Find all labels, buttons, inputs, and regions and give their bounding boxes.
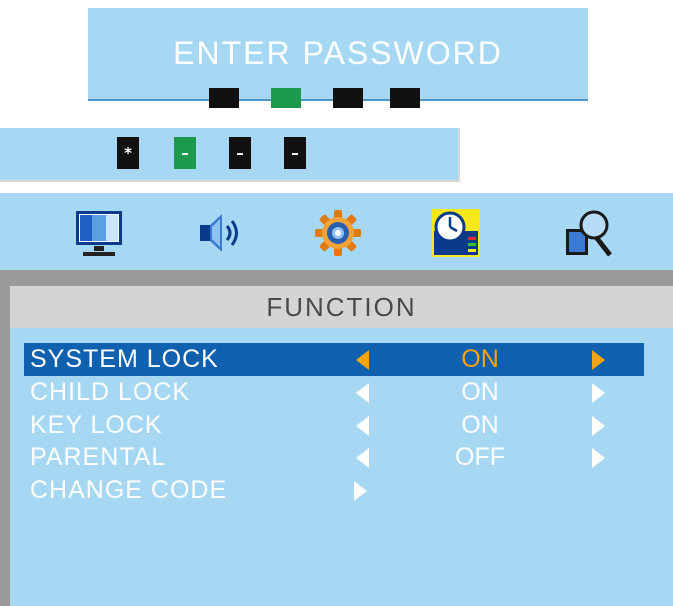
code-input-panel: * – – – <box>0 128 460 182</box>
password-title: ENTER PASSWORD <box>173 35 503 71</box>
menu-item-system-lock[interactable]: SYSTEM LOCK ON <box>24 343 644 376</box>
arrow-right-icon[interactable] <box>354 481 367 501</box>
menu-item-value: OFF <box>455 443 505 471</box>
speaker-icon <box>200 214 238 252</box>
arrow-left-icon[interactable] <box>356 448 369 468</box>
arrow-left-icon[interactable] <box>356 383 369 403</box>
menu-item-label: SYSTEM LOCK <box>30 345 219 373</box>
menu-item-value: ON <box>461 378 499 406</box>
menu-tab-bar <box>0 193 673 270</box>
code-digit-2[interactable]: – <box>174 137 196 169</box>
arrow-right-icon[interactable] <box>592 448 605 468</box>
tab-picture[interactable] <box>75 209 123 257</box>
menu-item-parental[interactable]: PARENTAL OFF <box>24 441 644 474</box>
clock-icon <box>432 209 480 257</box>
osd-menu: FUNCTION SYSTEM LOCK ON CHILD LOCK ON KE… <box>0 193 673 606</box>
function-panel: FUNCTION SYSTEM LOCK ON CHILD LOCK ON KE… <box>10 286 673 606</box>
menu-item-label: KEY LOCK <box>30 411 163 439</box>
function-header: FUNCTION <box>10 286 673 328</box>
arrow-left-icon[interactable] <box>356 416 369 436</box>
password-slot-1 <box>209 88 239 108</box>
menu-item-child-lock[interactable]: CHILD LOCK ON <box>24 376 644 409</box>
password-slot-2-active <box>271 88 301 108</box>
menu-item-value: ON <box>461 345 499 373</box>
password-slot-3 <box>333 88 363 108</box>
menu-item-label: PARENTAL <box>30 443 167 471</box>
monitor-icon <box>76 211 122 256</box>
menu-item-label: CHANGE CODE <box>30 476 228 504</box>
code-digit-1[interactable]: * <box>117 137 139 169</box>
code-digit-4[interactable]: – <box>284 137 306 169</box>
menu-item-change-code[interactable]: CHANGE CODE <box>24 474 644 507</box>
arrow-right-icon[interactable] <box>592 416 605 436</box>
menu-item-key-lock[interactable]: KEY LOCK ON <box>24 409 644 442</box>
gear-icon <box>315 210 361 256</box>
arrow-left-icon[interactable] <box>356 350 369 370</box>
magnifier-icon <box>566 210 612 257</box>
password-dialog: ENTER PASSWORD <box>88 8 588 108</box>
tab-search[interactable] <box>564 209 612 257</box>
password-slot-4 <box>390 88 420 108</box>
tab-sound[interactable] <box>196 209 244 257</box>
arrow-right-icon[interactable] <box>592 383 605 403</box>
code-digit-3[interactable]: – <box>229 137 251 169</box>
tab-setup[interactable] <box>314 209 362 257</box>
menu-item-label: CHILD LOCK <box>30 378 191 406</box>
menu-item-value: ON <box>461 411 499 439</box>
arrow-right-icon[interactable] <box>592 350 605 370</box>
tab-function[interactable] <box>432 209 480 257</box>
